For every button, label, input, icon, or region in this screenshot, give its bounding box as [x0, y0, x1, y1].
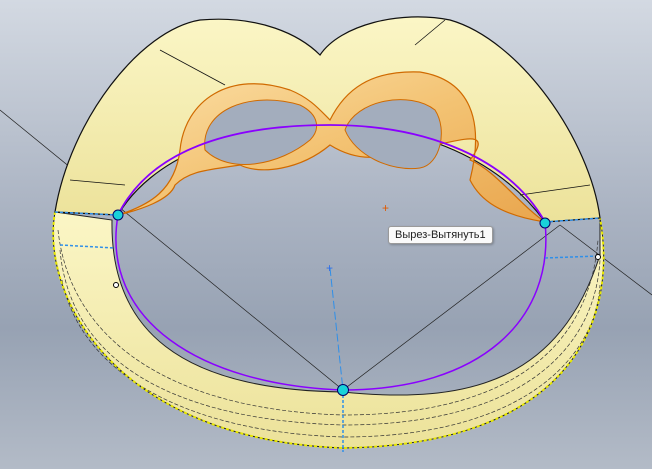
selected-edges: [54, 211, 601, 452]
origin-mark: +: [326, 261, 333, 275]
shank-edges: [69, 19, 591, 196]
vertex-point[interactable]: [113, 282, 119, 288]
sketch-point-handle[interactable]: [539, 217, 551, 229]
mask-eye-left: [204, 99, 318, 165]
feature-tooltip: Вырез-Вытянуть1: [388, 226, 493, 244]
construction-lines: [0, 109, 652, 391]
vertex-point[interactable]: [595, 254, 601, 260]
sketch-point-handle[interactable]: [337, 384, 349, 396]
band-outer-edge: [52, 211, 605, 450]
center-mark: +: [382, 201, 389, 215]
mask-cutout[interactable]: [117, 71, 546, 223]
sketch-arc[interactable]: [117, 124, 546, 223]
sketch-point-handle[interactable]: [112, 209, 124, 221]
ring-band[interactable]: [52, 211, 605, 449]
band-edges: [57, 229, 601, 438]
axis-line: [329, 267, 344, 391]
